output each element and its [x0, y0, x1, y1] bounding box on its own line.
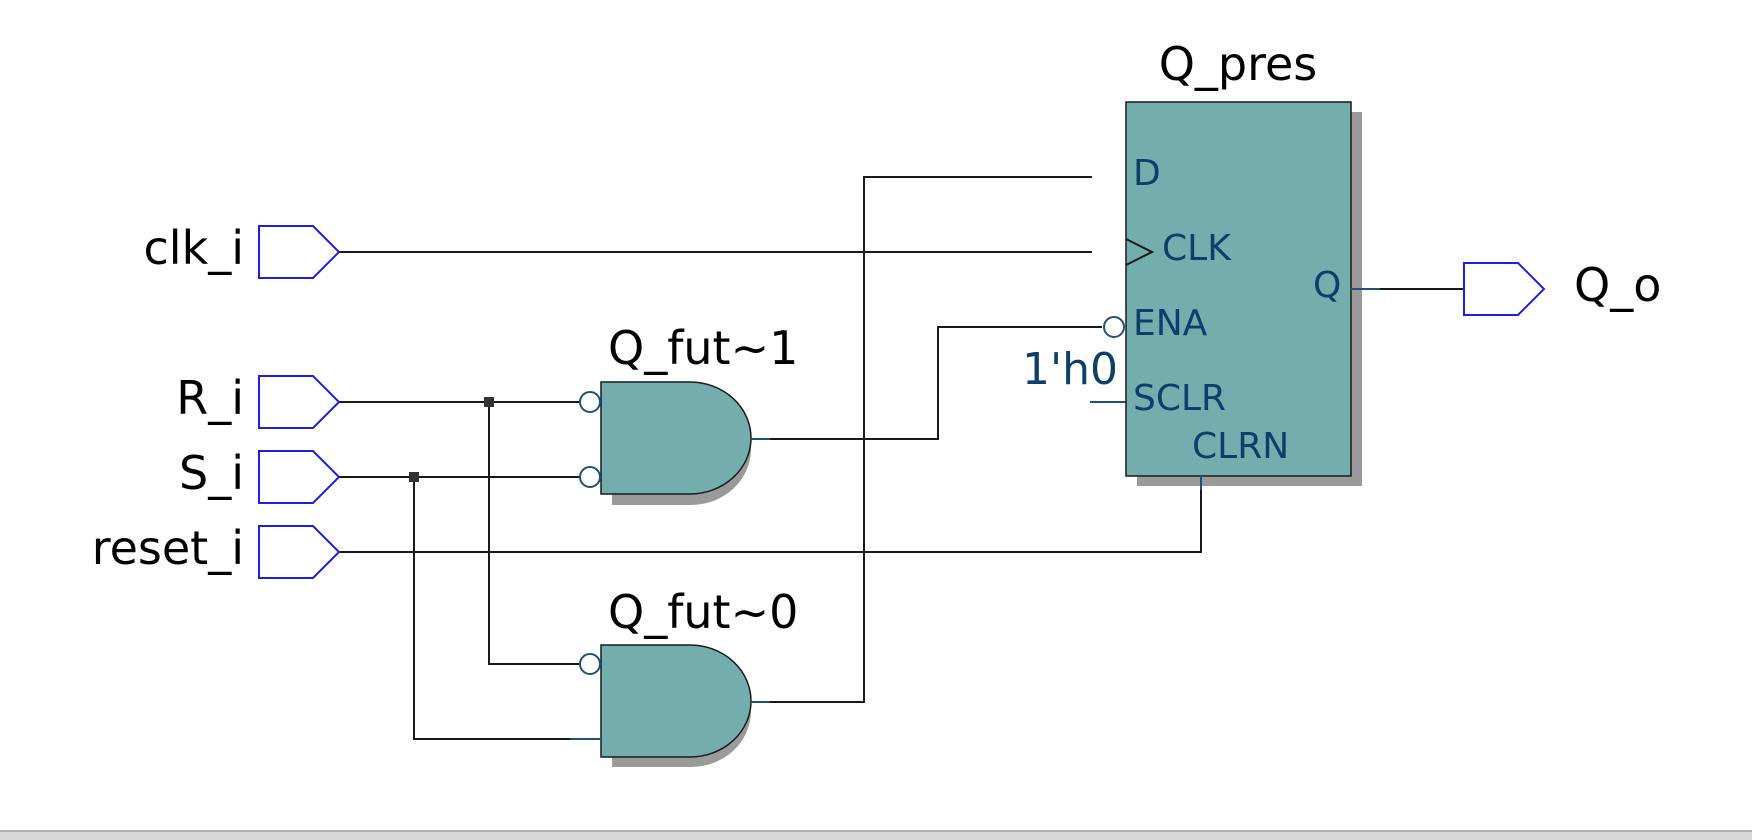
pin-label-d: D — [1133, 153, 1161, 194]
pin-label-sclr: SCLR — [1133, 378, 1226, 419]
input-port-s[interactable]: S_i — [179, 446, 341, 504]
input-port-r[interactable]: R_i — [176, 371, 341, 429]
port-label-reset: reset_i — [92, 521, 244, 575]
sclr-constant-value: 1'h0 — [1022, 344, 1118, 395]
wires — [338, 176, 1465, 740]
clock-edge-icon — [1125, 238, 1155, 266]
input-port-clk[interactable]: clk_i — [144, 221, 341, 279]
inverter-bubble-icon — [579, 653, 601, 675]
output-port-q[interactable]: Q_o — [1463, 258, 1661, 316]
register-title: Q_pres — [1159, 37, 1318, 91]
junction-r — [484, 397, 494, 407]
gate-label-q-fut-1: Q_fut~1 — [608, 321, 798, 375]
wire-s-to-gate0 — [413, 477, 580, 740]
pin-label-clrn: CLRN — [1192, 426, 1289, 467]
wire-r-to-gate0 — [488, 402, 580, 665]
horizontal-scrollbar[interactable] — [0, 830, 1752, 840]
port-label-q: Q_o — [1574, 258, 1661, 312]
and-gate-q-fut-1[interactable]: Q_fut~1 — [579, 321, 798, 505]
inverter-bubble-icon — [579, 466, 601, 488]
port-label-s: S_i — [179, 446, 244, 500]
pin-label-q: Q — [1313, 265, 1341, 306]
and-gate-q-fut-0[interactable]: Q_fut~0 — [570, 585, 798, 767]
wire-gate0-to-d — [760, 176, 1092, 703]
wire-gate1-to-ena — [760, 326, 1102, 440]
pin-label-ena: ENA — [1133, 303, 1208, 344]
register-q-pres[interactable]: Q_pres D CLK ENA SCLR CLRN Q — [1103, 37, 1380, 490]
wire-reset-to-clrn — [338, 478, 1202, 553]
junction-s — [409, 472, 419, 482]
gate-label-q-fut-0: Q_fut~0 — [608, 585, 798, 639]
port-label-clk: clk_i — [144, 221, 245, 275]
port-label-r: R_i — [176, 371, 244, 425]
pin-label-clk: CLK — [1162, 228, 1232, 269]
inverter-bubble-icon — [579, 391, 601, 413]
input-port-reset[interactable]: reset_i — [92, 521, 341, 579]
inverter-bubble-icon — [1103, 316, 1125, 338]
